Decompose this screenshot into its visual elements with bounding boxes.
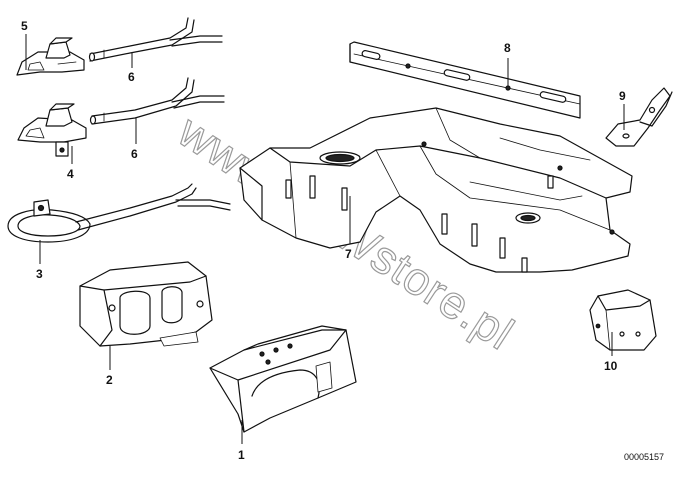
part-5-clip[interactable]: [16, 37, 85, 76]
callout-10: 10: [604, 359, 618, 373]
part-1-support[interactable]: [209, 325, 357, 433]
callout-5: 5: [21, 19, 28, 33]
part-10-clip[interactable]: [589, 289, 657, 351]
part-6-cable-upper[interactable]: [88, 17, 223, 62]
callout-3: 3: [36, 267, 43, 281]
drawing-number: 00005157: [624, 452, 664, 462]
callout-6-lower: 6: [131, 147, 138, 161]
callout-2: 2: [106, 373, 113, 387]
callout-4: 4: [67, 167, 74, 181]
part-9-bracket[interactable]: [605, 87, 673, 147]
callout-8: 8: [504, 41, 511, 55]
part-2-bracket[interactable]: [79, 261, 213, 347]
callout-7: 7: [345, 247, 352, 261]
callout-1: 1: [238, 448, 245, 462]
part-6-cable-lower[interactable]: [89, 77, 225, 125]
callout-6-upper: 6: [128, 70, 135, 84]
part-3-grommet-cable[interactable]: [7, 183, 231, 243]
callout-9: 9: [619, 89, 626, 103]
part-7-floor-tunnel[interactable]: [239, 107, 633, 273]
part-4-clip[interactable]: [17, 103, 87, 157]
part-8-rail[interactable]: [349, 41, 581, 119]
